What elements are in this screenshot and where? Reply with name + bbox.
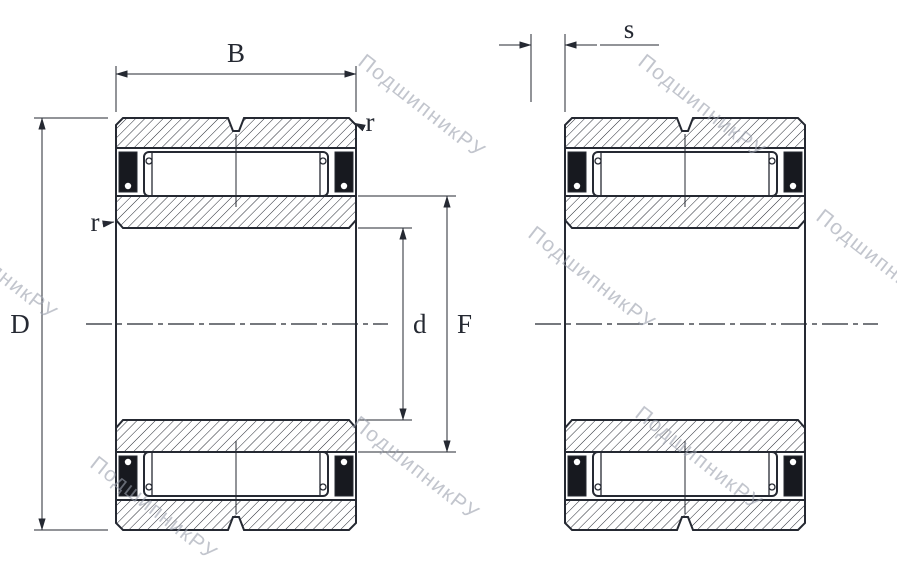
- dim-label-s: s: [624, 14, 635, 44]
- dimension-d: [358, 227, 412, 421]
- dimension-F: [358, 195, 456, 453]
- dimension-D: [34, 117, 108, 531]
- dim-label-D: D: [10, 309, 30, 339]
- dimension-s: [499, 34, 659, 112]
- dim-label-B: B: [227, 38, 245, 68]
- dimension-B: [115, 66, 357, 112]
- dim-label-d: d: [413, 309, 427, 339]
- dim-label-F: F: [457, 309, 472, 339]
- dim-label-r-outer: r: [366, 107, 375, 137]
- leader-r-outer: [353, 122, 366, 132]
- leader-r-inner: [102, 220, 115, 228]
- dim-label-r-inner: r: [91, 207, 100, 237]
